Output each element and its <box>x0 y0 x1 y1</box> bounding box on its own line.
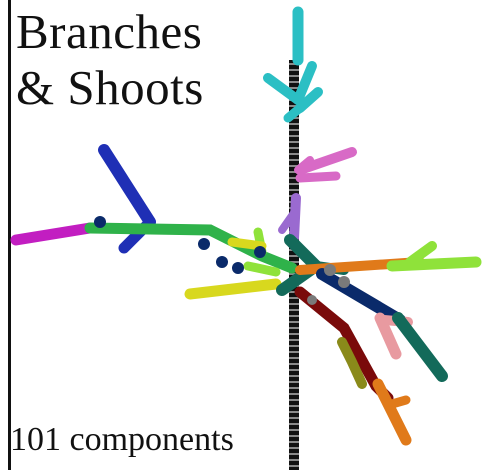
left-border-line <box>8 0 11 470</box>
magenta-branch <box>10 222 96 246</box>
component-count-caption: 101 components <box>10 421 234 458</box>
gray-cluster <box>307 264 350 305</box>
title-line-1: Branches <box>16 4 203 59</box>
right-lime-branch <box>386 241 482 272</box>
yellow-branch <box>184 237 282 300</box>
teal-lower-shoot <box>392 312 448 382</box>
pink-shoot <box>294 147 357 183</box>
cyan-shoot <box>263 6 323 123</box>
title-line-2: & Shoots <box>16 60 204 115</box>
navy-branch <box>316 268 406 326</box>
figure-title: Branches & Shoots <box>16 4 204 116</box>
olive-branch <box>337 337 367 389</box>
violet-shoot <box>278 193 301 243</box>
orange-lower-branch <box>372 378 412 446</box>
navy-nodes <box>94 216 266 274</box>
